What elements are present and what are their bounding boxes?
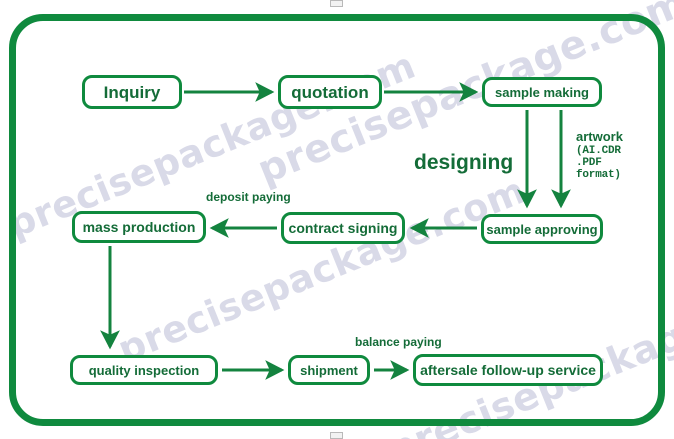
edge-label-artwork: artwork (AI.CDR .PDF format) [576, 129, 623, 182]
node-contract-signing[interactable]: contract signing [281, 212, 405, 244]
diagram-border [9, 14, 665, 426]
node-quality-inspection[interactable]: quality inspection [70, 355, 218, 385]
node-aftersale-follow-up-service[interactable]: aftersale follow-up service [413, 354, 603, 386]
node-shipment[interactable]: shipment [288, 355, 370, 385]
node-label: aftersale follow-up service [420, 362, 596, 378]
node-label: sample making [495, 84, 589, 100]
artwork-format-line-3: format) [576, 169, 621, 182]
edge-label-balance-paying: balance paying [355, 335, 442, 349]
node-label: quotation [291, 82, 369, 102]
node-label: mass production [82, 219, 196, 235]
artwork-title: artwork [576, 129, 623, 144]
node-label: quality inspection [88, 362, 200, 378]
artwork-format-line-2: .PDF [576, 156, 602, 169]
node-label: sample approving [486, 221, 598, 237]
node-sample-approving[interactable]: sample approving [481, 214, 603, 244]
edge-label-deposit-paying: deposit paying [206, 190, 291, 204]
node-label: Inquiry [103, 82, 161, 102]
node-inquiry[interactable]: Inquiry [82, 75, 182, 109]
artwork-format-line-1: (AI.CDR [576, 144, 621, 157]
node-sample-making[interactable]: sample making [482, 77, 602, 107]
edge-label-designing: designing [414, 151, 514, 174]
node-quotation[interactable]: quotation [278, 75, 382, 109]
node-label: shipment [300, 362, 358, 378]
node-mass-production[interactable]: mass production [72, 211, 206, 243]
top-edge-marker [330, 0, 343, 7]
bottom-edge-marker [330, 432, 343, 439]
node-label: contract signing [288, 220, 398, 236]
